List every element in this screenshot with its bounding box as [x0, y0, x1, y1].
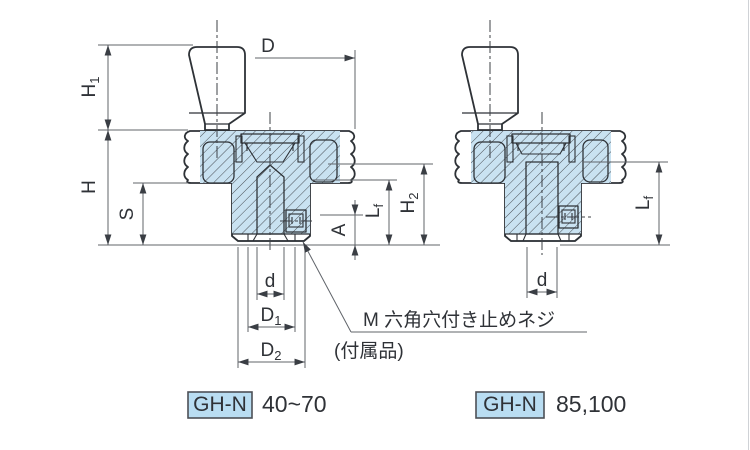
recess-slot-left — [235, 135, 243, 163]
rim-left-face — [202, 141, 235, 184]
model-badge — [187, 391, 253, 419]
rim-right-face — [582, 139, 609, 183]
set-screw-annotation: M 六角穴付き止めネジ (付属品) — [302, 241, 587, 362]
annotation-line1: M 六角穴付き止めネジ — [363, 309, 555, 331]
size-range-label: 85,100 — [556, 391, 626, 417]
label-lf: Lf — [363, 204, 386, 219]
caption-right: GH-N 85,100 — [475, 391, 626, 419]
label-d-shaft: d — [265, 271, 276, 292]
bore-chamfer-right — [557, 233, 562, 242]
caption-left: GH-N 40~70 — [187, 391, 327, 419]
hub-bottom-face — [231, 233, 311, 242]
label-d-outer: D — [261, 36, 275, 57]
dimensions-left: H1 H S D A Lf H2 d D1 D2 — [79, 36, 440, 368]
model-badge-label: GH-N — [483, 393, 537, 416]
recess-slot-right — [568, 135, 576, 163]
label-h: H — [79, 180, 100, 194]
size-range-label: 40~70 — [262, 391, 327, 417]
rim-right-face — [309, 139, 338, 183]
label-lf-right: Lf — [633, 196, 656, 211]
bore-chamfer-left — [252, 233, 258, 242]
model-badge — [475, 391, 545, 419]
bore-chamfer-left — [522, 233, 527, 242]
label-h2: H2 — [398, 193, 421, 214]
hub-bottom-face — [504, 233, 582, 242]
figure-right-handwheel-section — [454, 20, 627, 255]
label-h1: H1 — [79, 77, 102, 98]
figure-left-handwheel-section — [183, 20, 356, 250]
label-d1: D1 — [261, 305, 282, 328]
label-d-shaft-right: d — [537, 270, 548, 291]
section-hatching — [471, 131, 611, 234]
model-badge-label: GH-N — [193, 393, 247, 416]
recess-slot-right — [297, 135, 305, 163]
label-a: A — [329, 223, 350, 236]
bore-chamfer-right — [283, 233, 289, 242]
leader-line — [302, 241, 352, 333]
recess-slot-left — [506, 135, 514, 163]
label-s: S — [117, 208, 138, 221]
hub-cap-section — [511, 133, 571, 144]
label-d2: D2 — [261, 340, 282, 363]
annotation-line2: (付属品) — [334, 340, 404, 362]
dimensions-right: Lf d — [526, 161, 670, 298]
